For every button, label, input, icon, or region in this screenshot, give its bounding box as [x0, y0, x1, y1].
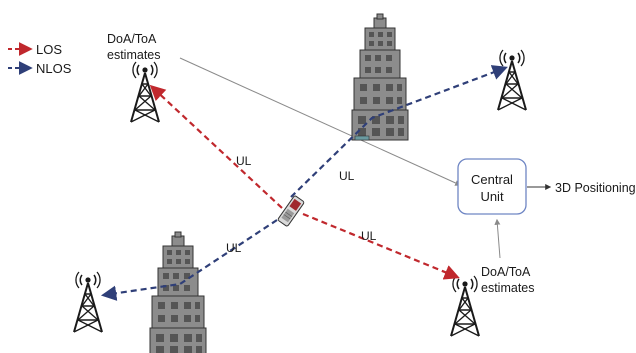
- tower-bottom-right: [450, 275, 480, 337]
- central-unit-label-line1: Central: [471, 172, 513, 187]
- building-top: [351, 13, 409, 141]
- ul-label-top-left: UL: [236, 154, 252, 168]
- estimates-label-bottom-line1: DoA/ToA: [481, 265, 531, 279]
- ul-label-bottom-right: UL: [361, 229, 377, 243]
- mobile-phone-icon: [277, 195, 305, 227]
- building-bottom: [149, 231, 207, 353]
- nlos-link-top-right: [290, 65, 508, 198]
- tower-top-left: [130, 61, 160, 123]
- estimate-arrow-bottom: [494, 218, 501, 259]
- central-unit-box: Central Unit: [457, 158, 527, 215]
- output-label: 3D Positioning: [555, 181, 636, 195]
- estimates-label-bottom-line2: estimates: [481, 281, 535, 295]
- estimates-label-top-line1: DoA/ToA: [107, 32, 157, 46]
- ul-label-top-right: UL: [339, 169, 355, 183]
- central-unit-label-line2: Unit: [480, 189, 504, 204]
- los-link-top-left: [149, 84, 283, 209]
- ul-label-bottom-left: UL: [226, 241, 242, 255]
- los-link-bottom-right: [302, 212, 460, 280]
- tower-bottom-left: [73, 271, 103, 333]
- estimate-arrow-top: [179, 57, 462, 186]
- legend: LOS NLOS: [8, 42, 72, 76]
- los-legend-label: LOS: [36, 42, 62, 57]
- estimates-label-top-line2: estimates: [107, 48, 161, 62]
- tower-top-right: [497, 49, 527, 111]
- nlos-legend-label: NLOS: [36, 61, 72, 76]
